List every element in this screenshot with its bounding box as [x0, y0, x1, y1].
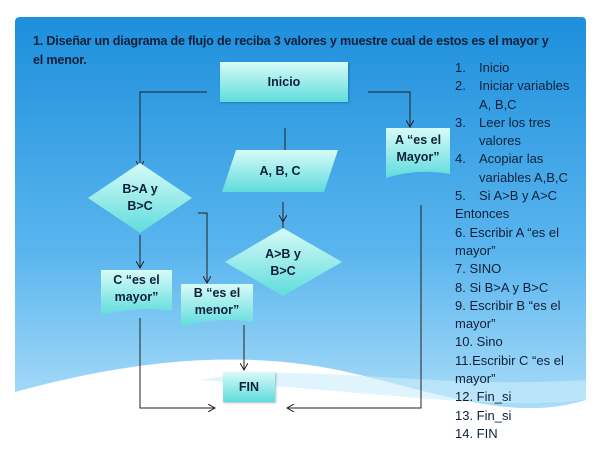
output-c-line2: mayor”: [114, 290, 159, 304]
step-5: 5.Si A>B y A>C: [455, 188, 558, 204]
step-line: mayor”: [455, 371, 496, 387]
output-b-line2: menor”: [194, 303, 240, 317]
step-line: 7. SINO: [455, 261, 502, 277]
step-line: 6. Escribir A “es el: [455, 224, 560, 240]
output-a-line2: Mayor”: [396, 150, 440, 164]
step-line: 13. Fin_si: [455, 407, 512, 423]
decision-left-node: B>A y B>C: [98, 172, 182, 224]
step-line: 14. FIN: [455, 425, 498, 441]
decision-left-line1: B>A y: [122, 182, 158, 196]
decision-center-shape: [225, 228, 342, 296]
output-a-node: A “es el Mayor”: [386, 128, 450, 170]
step-line: Entonces: [455, 206, 510, 222]
output-c-line1: C “es el: [113, 273, 160, 287]
output-b-line1: B “es el: [193, 286, 241, 300]
step-2: 2.Iniciar variables: [455, 78, 570, 94]
connectors: [140, 91, 422, 408]
step-line: mayor”: [455, 316, 496, 332]
decision-center-node: A>B y B>C: [240, 237, 326, 289]
step-4: 4.Acopiar las: [455, 151, 544, 167]
step-line: 8. Si B>A y B>C: [455, 279, 549, 295]
step-line: 12. Fin_si: [455, 389, 512, 405]
input-node: A, B, C: [259, 163, 301, 178]
step-1: 1.Inicio: [455, 60, 510, 75]
step-line: 11.Escribir C “es el: [455, 352, 564, 368]
step-4-cont: variables A,B,C: [479, 169, 568, 185]
step-3: 3.Leer los tres: [455, 114, 551, 130]
output-b-node: B “es el menor”: [181, 284, 253, 320]
step-line: 10. Sino: [455, 334, 503, 350]
output-b-shape: [181, 284, 253, 327]
output-c-shape: [101, 270, 172, 316]
end-node: FIN: [223, 372, 275, 402]
output-a-shape: [386, 128, 450, 178]
output-c-node: C “es el mayor”: [101, 270, 172, 308]
output-a-line1: A “es el: [394, 133, 442, 147]
steps-list: 1.Inicio 2.Iniciar variables A, B,C 3.Le…: [455, 59, 569, 443]
start-node: Inicio: [220, 62, 348, 102]
decision-left-line2: B>C: [127, 199, 153, 213]
decision-center-line1: A>B y: [265, 247, 301, 261]
step-2-cont: A, B,C: [479, 96, 517, 112]
decision-left-shape: [88, 163, 192, 233]
step-3-cont: valores: [479, 133, 521, 149]
decision-center-line2: B>C: [270, 264, 296, 278]
input-shape: [222, 150, 338, 192]
step-line: 9. Escribir B “es el: [455, 297, 561, 313]
slide-title: 1. Diseñar un diagrama de flujo de recib…: [33, 34, 549, 67]
step-line: mayor”: [455, 242, 496, 258]
